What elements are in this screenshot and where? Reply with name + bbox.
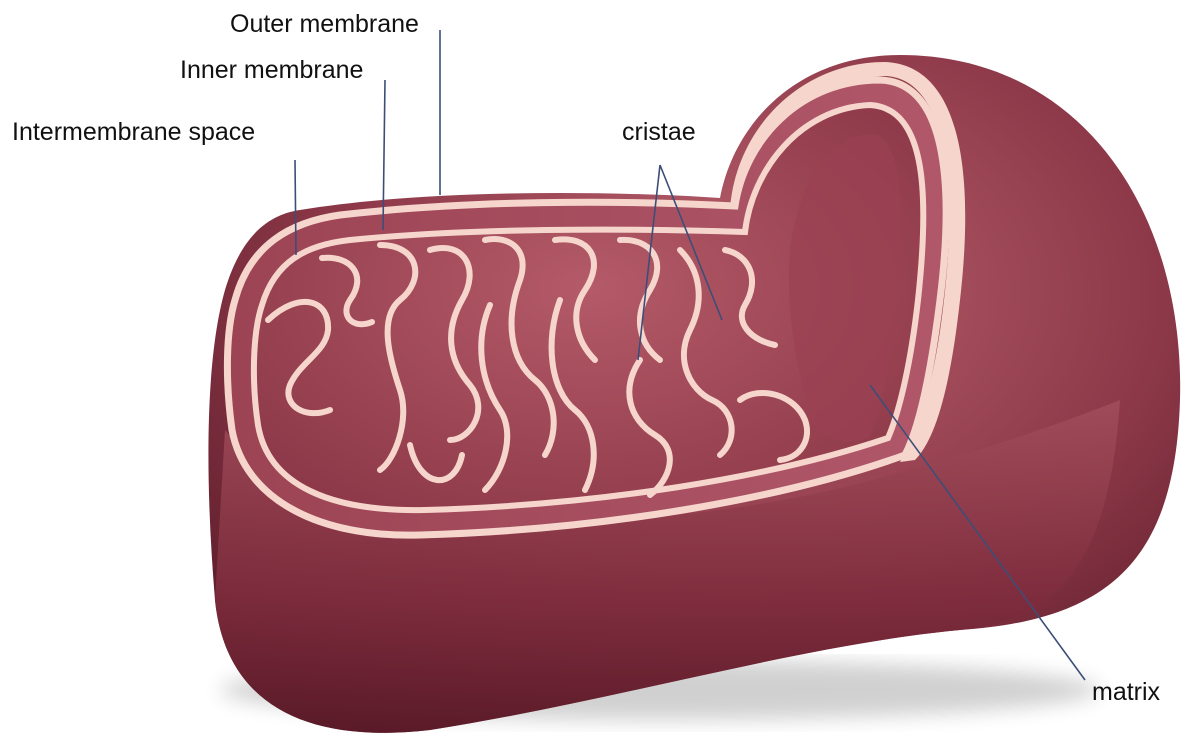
intermembrane-space-leader [295, 160, 296, 255]
outer-membrane-label: Outer membrane [230, 10, 419, 38]
matrix-label: matrix [1092, 678, 1161, 706]
inner-membrane-label: Inner membrane [180, 56, 363, 84]
intermembrane-space-label: Intermembrane space [12, 118, 255, 146]
cristae-label: cristae [622, 118, 696, 146]
